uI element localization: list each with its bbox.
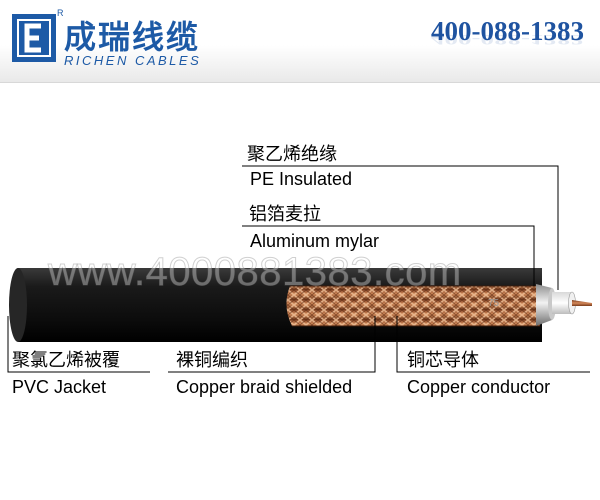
label-braid-en: Copper braid shielded [176,377,353,397]
label-pvc-en: PVC Jacket [12,377,107,397]
leader-lines [7,165,590,373]
cable-print-mark: 75 [488,298,500,309]
label-pvc-cn: 聚氯乙烯被覆 [12,350,120,371]
header-banner: R 成瑞线缆 RICHEN CABLES 400-088-1383 400-08… [0,0,600,83]
brand-logo [12,14,56,62]
leader-braid [168,316,376,373]
label-al-en: Aluminum mylar [250,231,380,251]
copper-braid [286,285,540,327]
label-conductor-cn: 铜芯导体 [407,350,479,371]
pe-insulation [552,291,576,315]
phone-number: 400-088-1383 [431,16,584,46]
watermark-url: www.4000881383.com [48,250,462,295]
label-pe-cn: 聚乙烯绝缘 [247,144,337,165]
label-pe-en: PE Insulated [250,169,353,189]
leader-pvc [7,316,150,373]
leader-pe [242,165,559,290]
label-al-cn: 铝箔麦拉 [249,204,321,225]
registered-mark: R [57,8,64,18]
label-conductor-en: Copper conductor [407,377,551,397]
label-braid-cn: 裸铜编织 [176,350,248,371]
leader-conductor [396,316,590,373]
logo-e-icon [12,14,56,62]
brand-name-en: RICHEN CABLES [64,53,202,68]
copper-conductor [572,300,592,306]
leader-aluminum [242,225,535,286]
brand-name-cn: 成瑞线缆 [64,18,201,56]
